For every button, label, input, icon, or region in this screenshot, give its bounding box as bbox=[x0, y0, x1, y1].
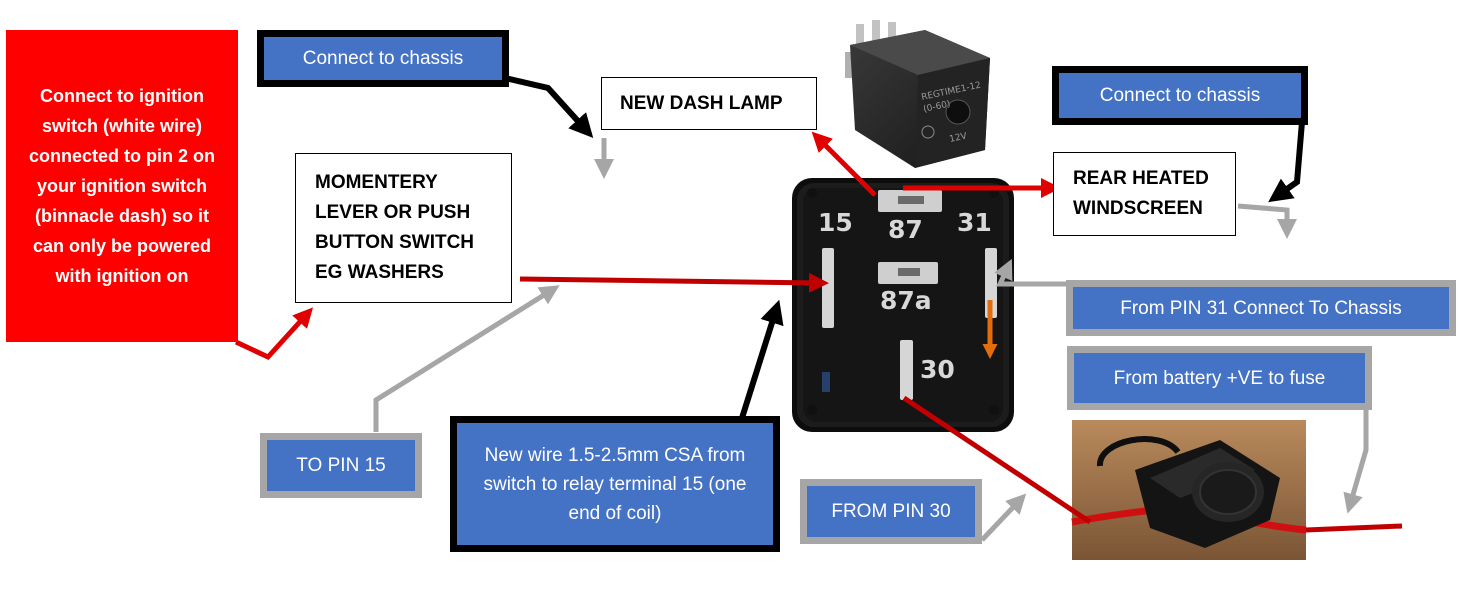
ignition-note-text: Connect to ignition switch (white wire) … bbox=[28, 86, 215, 286]
timer-relay-image: REGTIME1-12 (0-60) 12V bbox=[845, 20, 990, 168]
chassis-ground-right bbox=[1237, 203, 1297, 239]
fuse-holder-image bbox=[1071, 420, 1307, 560]
arrow-ignition-note bbox=[234, 307, 314, 361]
leader-from-pin30 bbox=[980, 493, 1027, 542]
chassis-left-box: Connect to chassis bbox=[257, 30, 509, 87]
pin-15-terminal bbox=[822, 248, 834, 328]
leader-pin31 bbox=[994, 258, 1068, 287]
new-wire-box: New wire 1.5-2.5mm CSA from switch to re… bbox=[450, 416, 780, 552]
wire-pin87-to-dash-lamp bbox=[811, 131, 877, 197]
momentary-switch-box: MOMENTERY LEVER OR PUSH BUTTON SWITCH EG… bbox=[295, 153, 512, 303]
pin-31-label: 31 bbox=[957, 208, 992, 237]
new-wire-text: New wire 1.5-2.5mm CSA from switch to re… bbox=[483, 444, 747, 524]
relay-image: 15 87 31 87a 30 bbox=[792, 178, 1014, 432]
to-pin15-box: TO PIN 15 bbox=[260, 433, 422, 498]
pin-15-label: 15 bbox=[818, 208, 853, 237]
pin31-chassis-box: From PIN 31 Connect To Chassis bbox=[1066, 280, 1456, 336]
pin-87a-label: 87a bbox=[880, 286, 932, 315]
wire-pin30-to-fuse bbox=[902, 395, 1092, 525]
chassis-left-text: Connect to chassis bbox=[302, 48, 464, 69]
momentary-switch-text: MOMENTERY LEVER OR PUSH BUTTON SWITCH EG… bbox=[315, 172, 475, 283]
leader-to-pin15 bbox=[373, 285, 560, 432]
leader-chassis-left bbox=[504, 75, 594, 139]
timer-voltage-text: 12V bbox=[949, 131, 969, 145]
to-pin15-text: TO PIN 15 bbox=[296, 455, 386, 476]
chassis-right-text: Connect to chassis bbox=[1099, 85, 1261, 106]
rear-screen-text: REAR HEATED WINDSCREEN bbox=[1073, 168, 1209, 219]
pin-30-label: 30 bbox=[920, 355, 955, 384]
chassis-right-box: Connect to chassis bbox=[1052, 66, 1308, 125]
wire-fuse-to-battery bbox=[1305, 523, 1403, 533]
pin31-chassis-text: From PIN 31 Connect To Chassis bbox=[1120, 297, 1402, 319]
dash-lamp-text: NEW DASH LAMP bbox=[620, 92, 783, 114]
dash-lamp-box: NEW DASH LAMP bbox=[601, 77, 817, 130]
pin-30-terminal bbox=[900, 340, 913, 400]
battery-fuse-text: From battery +VE to fuse bbox=[1113, 367, 1326, 389]
wire-switch-to-pin15 bbox=[519, 272, 829, 293]
rear-screen-box: REAR HEATED WINDSCREEN bbox=[1053, 152, 1236, 236]
leader-new-wire bbox=[739, 299, 784, 419]
battery-fuse-box: From battery +VE to fuse bbox=[1067, 346, 1372, 410]
leader-chassis-right bbox=[1268, 121, 1305, 203]
ignition-note-box: Connect to ignition switch (white wire) … bbox=[6, 30, 238, 342]
from-pin30-box: FROM PIN 30 bbox=[800, 479, 982, 544]
pin-87-label: 87 bbox=[888, 215, 923, 244]
leader-battery-fuse bbox=[1343, 405, 1369, 514]
from-pin30-text: FROM PIN 30 bbox=[831, 501, 951, 522]
